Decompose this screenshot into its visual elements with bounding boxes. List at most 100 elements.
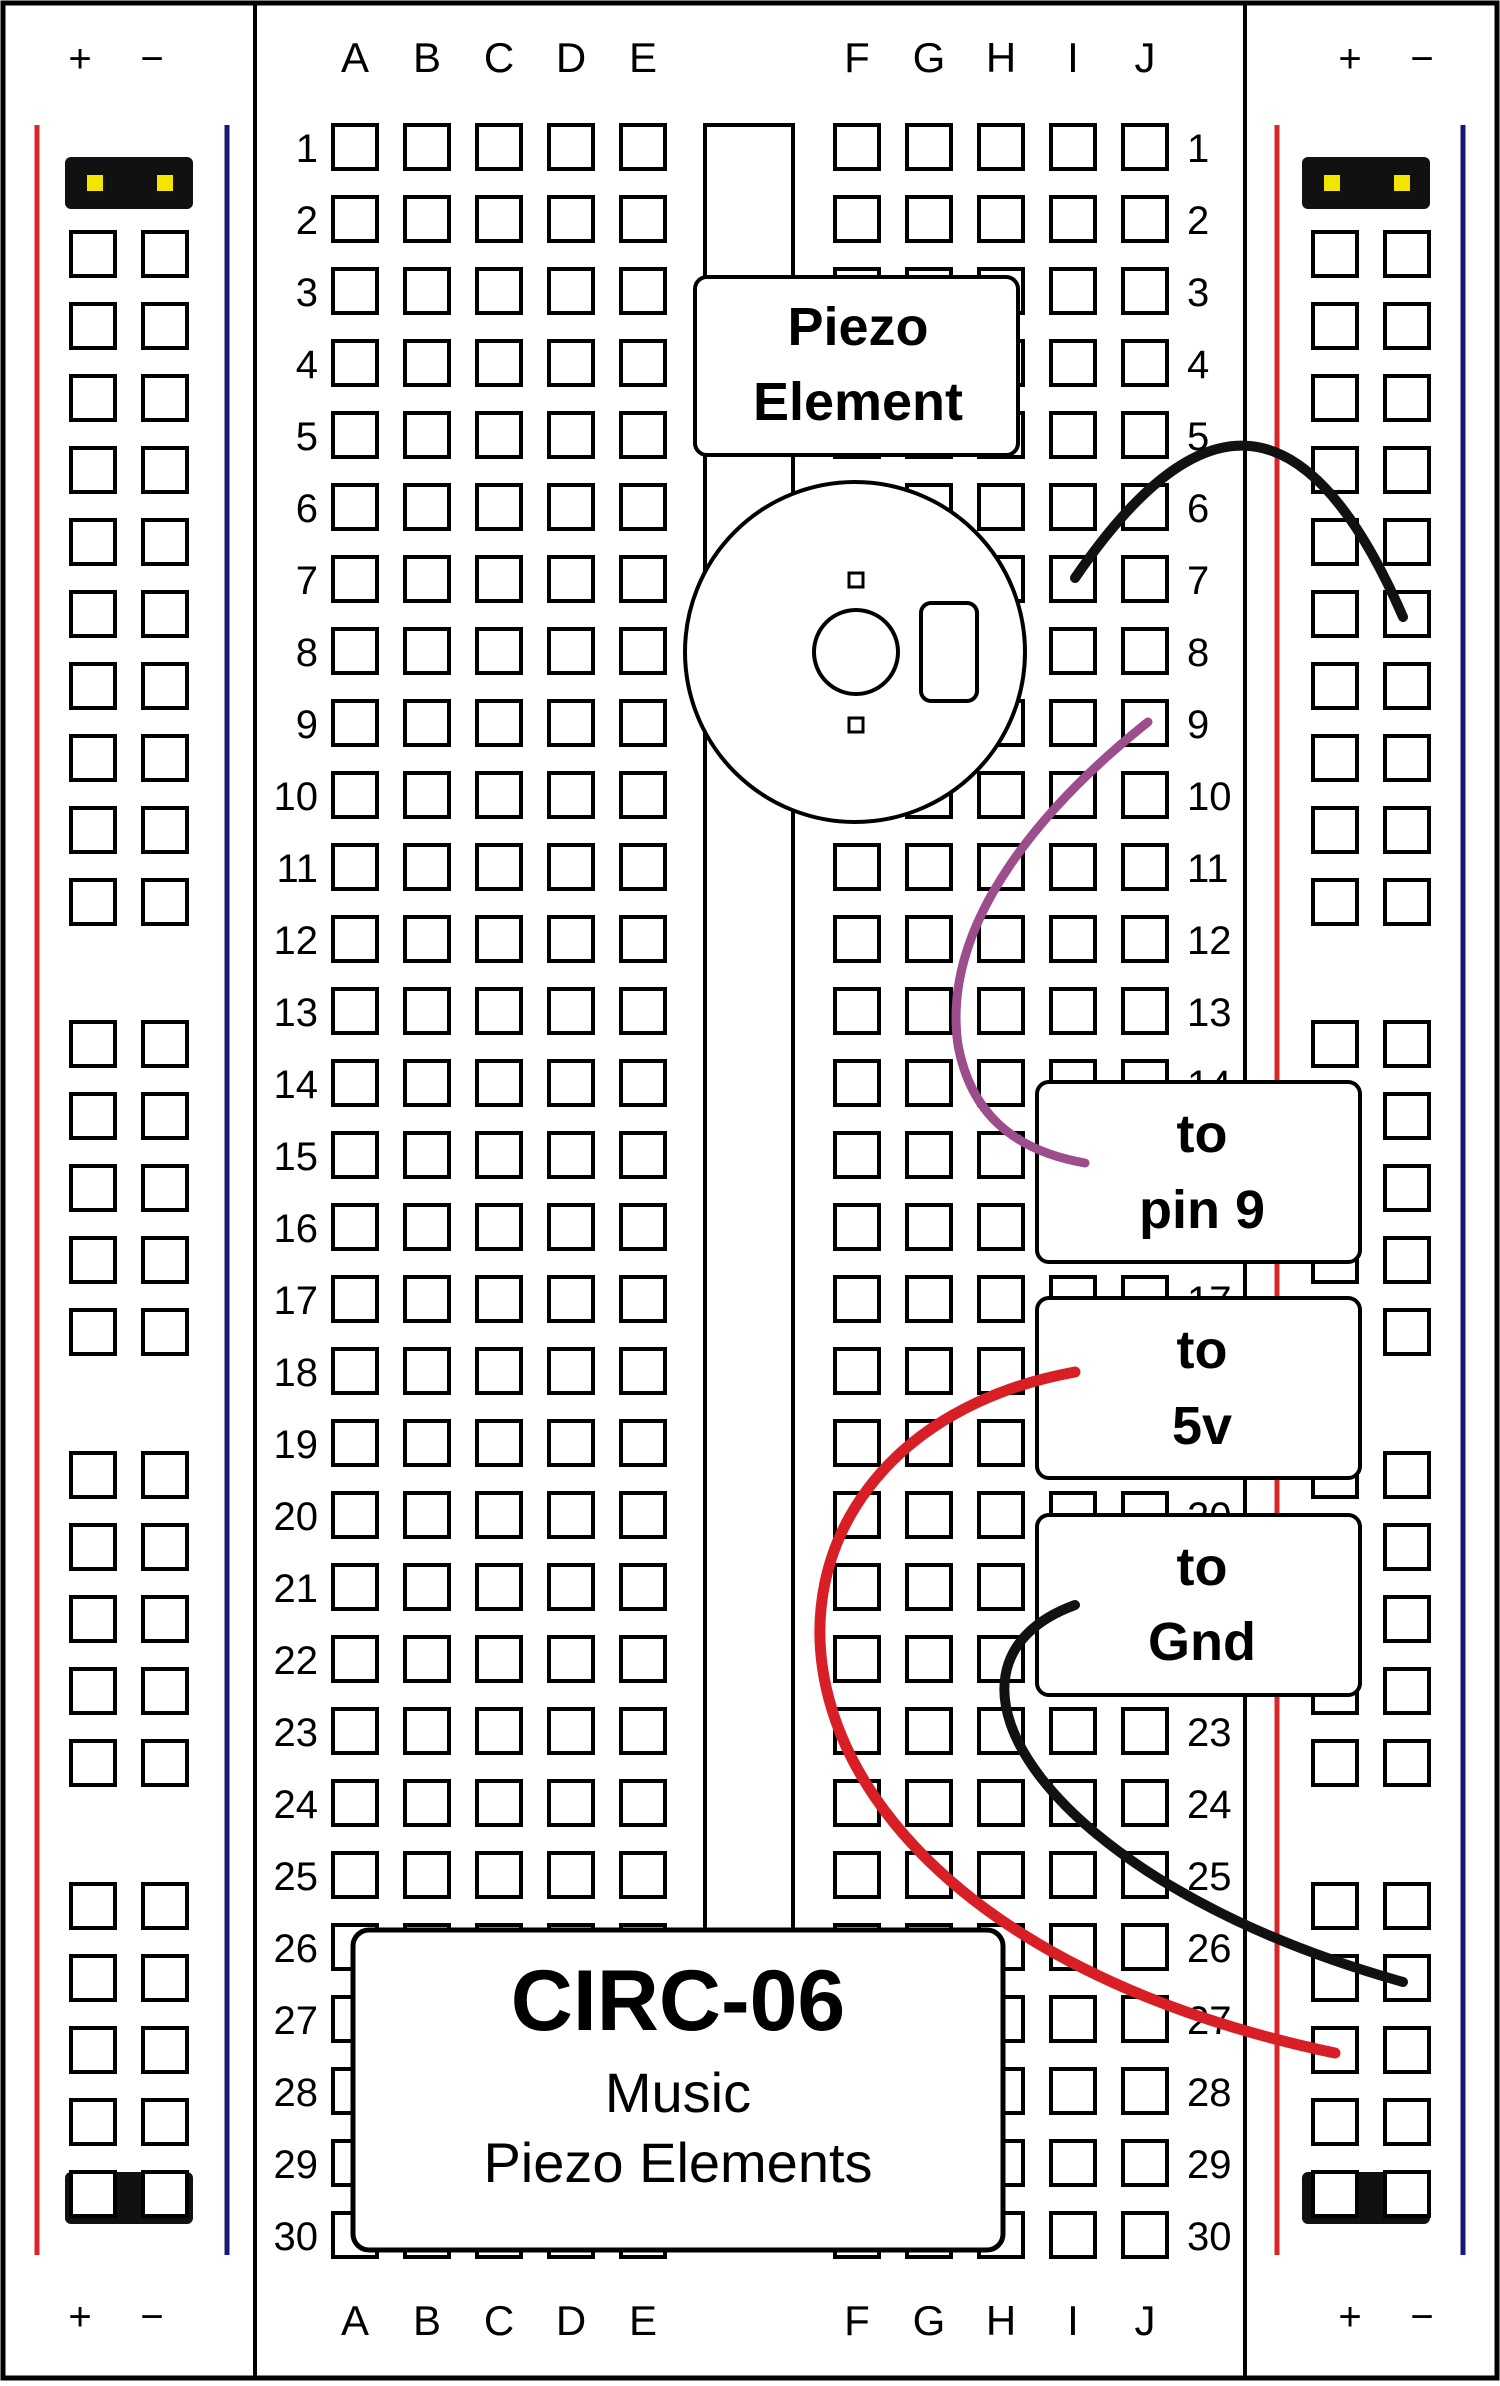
breadboard-hole [619, 1347, 667, 1395]
breadboard-hole [331, 195, 379, 243]
rail-hole [141, 1882, 189, 1930]
row-label: 17 [274, 1279, 319, 1323]
rail-hole [1383, 878, 1431, 926]
breadboard-hole [547, 123, 595, 171]
breadboard-hole [619, 915, 667, 963]
breadboard-hole [1121, 987, 1169, 1035]
breadboard-hole [1049, 339, 1097, 387]
rail-hole [141, 590, 189, 638]
rail-hole [69, 2098, 117, 2146]
row-label: 1 [296, 127, 318, 171]
breadboard-hole [619, 771, 667, 819]
breadboard-hole [977, 195, 1025, 243]
row-label: 11 [276, 847, 318, 891]
breadboard-hole [331, 1563, 379, 1611]
rail-hole [141, 1020, 189, 1068]
rail-hole [69, 1523, 117, 1571]
breadboard-hole [403, 339, 451, 387]
breadboard-hole [977, 1275, 1025, 1323]
breadboard-hole [833, 1131, 881, 1179]
breadboard-hole [905, 1347, 953, 1395]
column-label: B [413, 2297, 441, 2344]
rail-hole [1383, 1523, 1431, 1571]
breadboard-hole [331, 843, 379, 891]
rail-hole [69, 1092, 117, 1140]
rail-hole [1383, 1020, 1431, 1068]
breadboard-hole [977, 987, 1025, 1035]
column-label: C [484, 34, 514, 81]
breadboard-hole [475, 411, 523, 459]
breadboard-hole [619, 1275, 667, 1323]
column-label: A [341, 34, 369, 81]
rail-hole [1311, 878, 1359, 926]
column-label: B [413, 34, 441, 81]
breadboard-hole [475, 843, 523, 891]
rail-hole [141, 1595, 189, 1643]
row-labels: 1122334455667788991010111112121313141415… [274, 127, 1232, 2259]
purple-wire-pin9 [951, 717, 1153, 1168]
breadboard-hole [331, 1851, 379, 1899]
row-label: 8 [296, 631, 318, 675]
rail-hole [141, 734, 189, 782]
breadboard-hole [833, 1347, 881, 1395]
breadboard-hole [547, 1563, 595, 1611]
rail-hole [69, 806, 117, 854]
breadboard-hole [403, 555, 451, 603]
breadboard-hole [1121, 411, 1169, 459]
rail-hole [1311, 1882, 1359, 1930]
breadboard-hole [619, 1779, 667, 1827]
row-label: 20 [274, 1495, 319, 1539]
title-card-line1: Music [605, 2061, 751, 2124]
breadboard-hole [331, 627, 379, 675]
breadboard-hole [1049, 987, 1097, 1035]
breadboard-hole [403, 1851, 451, 1899]
breadboard-hole [331, 123, 379, 171]
rail-hole [69, 1236, 117, 1284]
rail-hole [141, 446, 189, 494]
breadboard-hole [403, 699, 451, 747]
breadboard-hole [331, 1779, 379, 1827]
breadboard-hole [475, 1419, 523, 1467]
column-label: D [556, 34, 586, 81]
breadboard-hole [403, 1419, 451, 1467]
breadboard-hole [331, 987, 379, 1035]
breadboard-hole [977, 771, 1025, 819]
row-label: 9 [296, 703, 318, 747]
breadboard-hole [475, 987, 523, 1035]
breadboard-hole [1121, 339, 1169, 387]
rail-hole [1311, 1739, 1359, 1787]
breadboard-hole [475, 1851, 523, 1899]
breadboard-hole [1049, 843, 1097, 891]
breadboard-hole [977, 1419, 1025, 1467]
breadboard-hole [1049, 915, 1097, 963]
row-label: 29 [1187, 2143, 1232, 2187]
breadboard-hole [475, 1131, 523, 1179]
breadboard-hole [547, 1275, 595, 1323]
breadboard-hole [331, 339, 379, 387]
breadboard-hole [1121, 915, 1169, 963]
column-label: H [986, 2297, 1016, 2344]
rail-hole [69, 1954, 117, 2002]
breadboard-hole [547, 1707, 595, 1755]
breadboard-hole [905, 987, 953, 1035]
title-card-title: CIRC-06 [511, 1953, 846, 2049]
row-label: 12 [1187, 919, 1232, 963]
rail-hole [141, 1164, 189, 1212]
breadboard-hole [331, 267, 379, 315]
column-label: G [913, 34, 946, 81]
breadboard-hole [833, 123, 881, 171]
rail-hole [1311, 662, 1359, 710]
breadboard-hole [619, 699, 667, 747]
rail-hole [1311, 518, 1359, 566]
breadboard-hole [977, 1563, 1025, 1611]
breadboard-hole [403, 123, 451, 171]
pin9-label-line1: to [1177, 1104, 1228, 1164]
breadboard-hole [547, 339, 595, 387]
breadboard-hole [403, 411, 451, 459]
breadboard-hole [1049, 267, 1097, 315]
breadboard-hole [1049, 699, 1097, 747]
breadboard-hole [475, 1779, 523, 1827]
breadboard-hole [403, 1275, 451, 1323]
rail-hole [69, 590, 117, 638]
